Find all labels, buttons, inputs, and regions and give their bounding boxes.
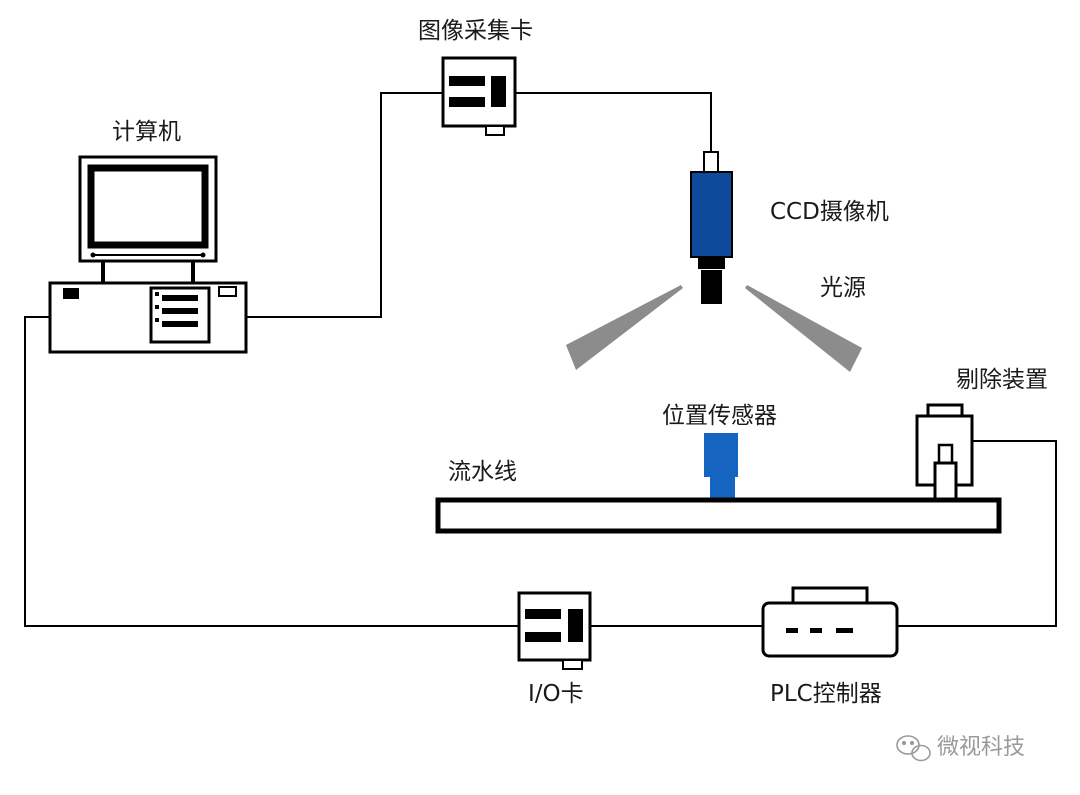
camera-connector [703, 151, 719, 173]
monitor-stand-right [191, 261, 195, 283]
reject-device [915, 403, 974, 503]
frame-grabber-card [441, 56, 517, 136]
computer [48, 155, 248, 354]
plc-controller [761, 586, 899, 658]
label-position-sensor: 位置传感器 [662, 403, 777, 429]
case-badge [63, 288, 79, 299]
camera-lens [701, 270, 722, 304]
computer-case [48, 281, 248, 354]
monitor-screen [87, 164, 209, 249]
wire-computer-to-io-card [24, 316, 519, 627]
ccd-camera [690, 151, 733, 304]
label-conveyor: 流水线 [448, 459, 517, 485]
light-beam-right [745, 285, 862, 372]
conveyor-belt [435, 497, 1002, 534]
io-card [517, 591, 592, 670]
label-io-card: I/O卡 [528, 681, 584, 707]
label-frame-grabber: 图像采集卡 [418, 18, 533, 44]
monitor-stand-left [101, 261, 105, 283]
camera-body [690, 171, 733, 258]
label-computer: 计算机 [112, 119, 181, 145]
wires [24, 92, 1057, 627]
position-sensor [704, 433, 738, 499]
light-beam-left [566, 285, 683, 370]
label-reject-device: 剔除装置 [956, 367, 1048, 393]
label-plc: PLC控制器 [770, 681, 882, 707]
wire-frame-grabber-to-camera [515, 92, 712, 152]
wire-computer-to-frame-grabber [246, 92, 443, 318]
watermark-text: 微视科技 [937, 735, 1026, 760]
case-button [218, 286, 237, 297]
label-light-source: 光源 [820, 275, 866, 301]
wire-plc-to-reject-device [897, 440, 1057, 627]
light-source [566, 285, 862, 372]
camera-lens-ring [698, 257, 725, 269]
label-ccd-camera: CCD摄像机 [770, 199, 889, 225]
wechat-icon [896, 735, 931, 762]
